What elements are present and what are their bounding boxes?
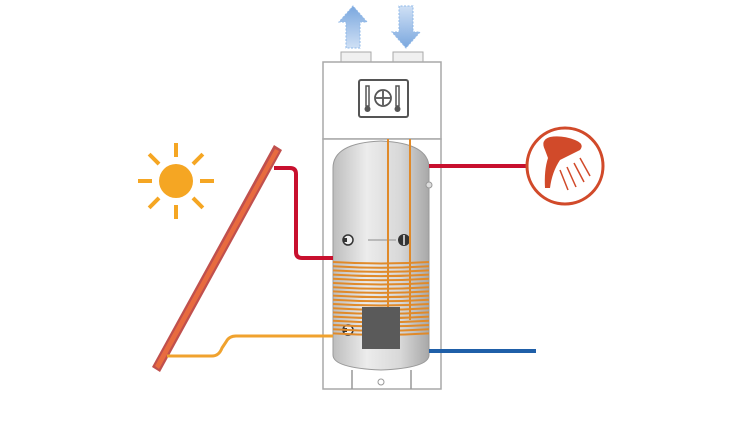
air-inlet-arrow [390, 5, 422, 49]
sun-icon [138, 143, 214, 219]
solar-return-pipe [167, 334, 333, 358]
solar-hot-pipe [274, 166, 333, 260]
coil-winding [332, 286, 430, 290]
coil-winding [332, 290, 430, 294]
coil-winding [332, 261, 430, 265]
storage-tank [332, 140, 433, 389]
air-outlet-arrow [337, 5, 369, 49]
coil-winding [332, 282, 430, 286]
thermostat-fan-icon [358, 79, 409, 118]
coil-winding [332, 298, 430, 303]
electric-heating-element [362, 307, 400, 349]
sun-ray [147, 152, 161, 166]
sun-ray [191, 152, 205, 166]
coil-winding [332, 303, 430, 307]
shower-head-icon [525, 126, 605, 206]
coil-winding [332, 265, 430, 269]
coil-winding [332, 294, 430, 299]
coil-winding [332, 277, 430, 282]
sun-ray [191, 196, 205, 210]
sun-ray [147, 196, 161, 210]
coil-winding [332, 269, 430, 273]
solar-panel [152, 145, 282, 372]
condenser-tubes [387, 139, 411, 320]
coil-winding [332, 273, 430, 278]
